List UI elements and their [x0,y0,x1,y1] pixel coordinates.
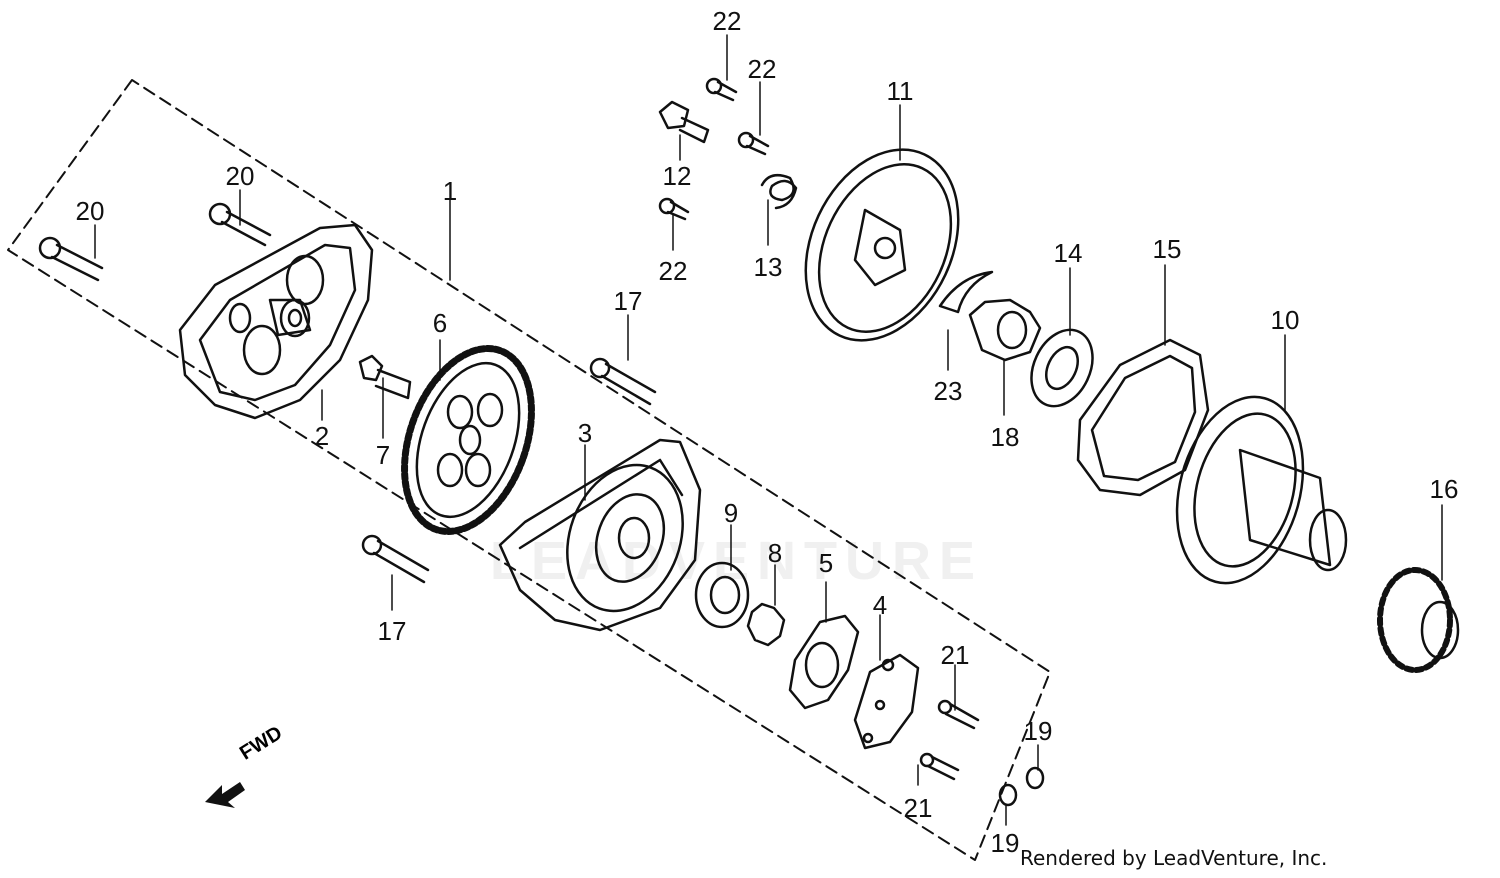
label-part-20-left[interactable]: 20 [75,196,105,226]
part-10-clutch-hub [1175,395,1348,585]
part-14-washer [1030,328,1094,408]
bolt-22-low [658,197,690,221]
label-part-22-low[interactable]: 22 [658,256,688,286]
part-11-clutch-outer [804,148,960,342]
part-7-dowel-bolt [358,354,412,400]
label-part-20-right[interactable]: 20 [225,161,255,191]
bolt-21-upper [937,699,980,730]
label-part-11[interactable]: 11 [886,76,914,106]
label-part-13[interactable]: 13 [753,252,783,282]
label-part-1[interactable]: 1 [442,176,458,206]
label-part-21-upper[interactable]: 21 [940,640,970,670]
part-19-oring-a [1025,766,1045,790]
label-part-14[interactable]: 14 [1053,238,1083,268]
part-18-collar [968,298,1042,362]
label-part-10[interactable]: 10 [1270,305,1300,335]
part-12-bolt [658,100,710,144]
part-8-inner-rotor [746,602,786,647]
part-6-driven-gear [401,345,535,535]
bolt-17-top [589,357,657,406]
label-part-9[interactable]: 9 [723,498,739,528]
bolt-20-left [38,236,104,282]
label-part-8[interactable]: 8 [767,538,783,568]
part-4-pump-plate [853,653,920,750]
label-part-6[interactable]: 6 [432,308,448,338]
label-part-17-bottom[interactable]: 17 [377,616,407,646]
label-part-19-lower[interactable]: 19 [990,828,1020,858]
credit-text: Rendered by LeadVenture, Inc. [1020,846,1328,870]
label-part-18[interactable]: 18 [990,422,1020,452]
bolt-22-top [705,77,738,102]
part-15-gasket-ring [1076,338,1210,497]
label-part-19-upper[interactable]: 19 [1023,716,1053,746]
bolt-21-lower [919,752,960,781]
part-16-gear [1377,567,1460,673]
part-19-oring-b [998,783,1018,807]
part-5-gasket [788,614,860,710]
bolt-22-mid [737,131,770,156]
part-23-clip [938,270,994,314]
label-part-7[interactable]: 7 [375,440,391,470]
fwd-arrow [205,782,245,808]
label-part-3[interactable]: 3 [577,418,593,448]
label-part-23[interactable]: 23 [933,376,963,406]
label-part-2[interactable]: 2 [314,421,330,451]
bolt-20-right [208,202,272,247]
part-3-pump-body [498,438,702,632]
part-2-pump-cover [178,223,374,420]
label-part-16[interactable]: 16 [1429,474,1459,504]
label-part-15[interactable]: 15 [1152,234,1182,264]
part-9-outer-rotor [694,561,750,629]
label-part-5[interactable]: 5 [818,548,834,578]
label-part-17-top[interactable]: 17 [613,286,643,316]
bolt-17-bottom [361,534,430,584]
label-part-22-mid[interactable]: 22 [747,54,777,84]
label-part-4[interactable]: 4 [872,590,888,620]
part-13-spring [760,173,798,210]
label-part-21-lower[interactable]: 21 [903,793,933,823]
assembly-outline [7,79,1051,861]
label-part-12[interactable]: 12 [662,161,692,191]
label-part-22-top[interactable]: 22 [712,6,742,36]
leader-lines [94,34,1443,826]
